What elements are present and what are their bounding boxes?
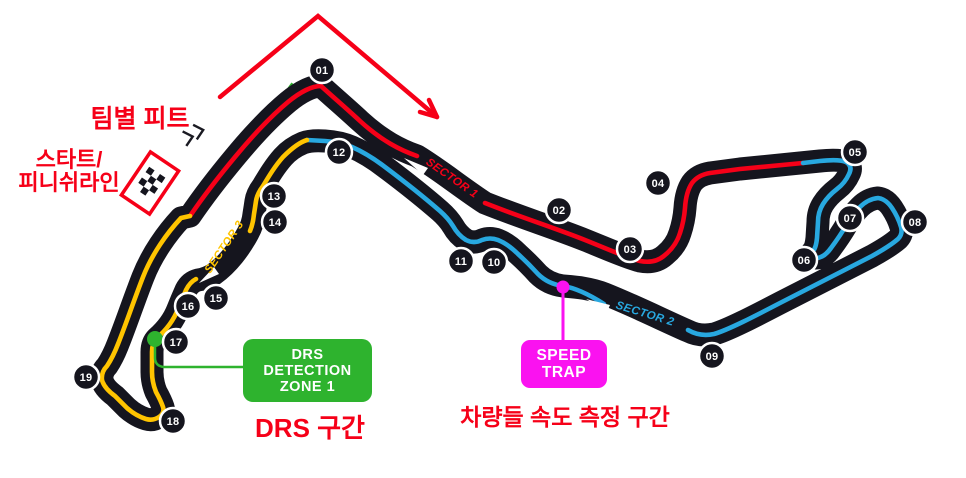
svg-text:15: 15 xyxy=(210,293,223,305)
corner-marker-04: 04 xyxy=(643,168,673,198)
corner-marker-16: 16 xyxy=(173,291,203,321)
svg-text:04: 04 xyxy=(652,178,665,190)
svg-text:05: 05 xyxy=(849,147,862,159)
drs-detection-point xyxy=(147,331,163,347)
speed-trap-caption: 차량들 속도 측정 구간 xyxy=(460,404,670,430)
corner-marker-18: 18 xyxy=(158,406,188,436)
drs-badge-line3: ZONE 1 xyxy=(279,378,336,395)
start-finish-label-line1: 스타트/ xyxy=(35,147,103,172)
svg-text:09: 09 xyxy=(706,351,719,363)
drs-connector-line xyxy=(153,340,243,369)
corner-marker-10: 10 xyxy=(479,247,509,277)
corner-marker-11: 11 xyxy=(446,246,476,276)
drs-detection-zone-badge: DRS DETECTION ZONE 1 xyxy=(243,339,372,402)
speed-badge-line2: TRAP xyxy=(541,364,587,381)
sector1-line-b xyxy=(482,160,806,265)
corner-marker-12: 12 xyxy=(324,137,354,167)
start-finish-label: 스타트/ 피니쉬라인 xyxy=(0,148,138,194)
svg-text:18: 18 xyxy=(167,416,180,428)
sector1-line-a xyxy=(187,83,420,219)
svg-text:14: 14 xyxy=(269,217,282,229)
svg-text:11: 11 xyxy=(455,256,467,268)
svg-text:12: 12 xyxy=(333,147,346,159)
pit-entry-chevrons-icon xyxy=(182,123,205,147)
svg-text:06: 06 xyxy=(798,255,811,267)
drs-badge-line1: DRS xyxy=(291,346,324,363)
sector3-line-a xyxy=(247,137,310,234)
sector3-wedge xyxy=(199,267,219,283)
speed-trap-badge: SPEED TRAP xyxy=(521,340,607,388)
speed-badge-line1: SPEED xyxy=(536,347,592,364)
svg-text:01: 01 xyxy=(316,65,329,77)
corner-marker-02: 02 xyxy=(544,195,574,225)
sector2-wedge xyxy=(586,299,610,312)
corner-marker-01: 01 xyxy=(307,55,337,85)
svg-text:03: 03 xyxy=(624,244,637,256)
corner-marker-03: 03 xyxy=(615,234,645,264)
speed-trap-point xyxy=(556,280,570,294)
start-finish-flag-icon xyxy=(118,149,182,217)
corner-marker-09: 09 xyxy=(697,341,727,371)
svg-text:13: 13 xyxy=(268,191,281,203)
svg-text:02: 02 xyxy=(553,205,566,217)
corner-marker-06: 06 xyxy=(789,245,819,275)
team-pits-label: 팀별 피트 xyxy=(90,105,190,133)
drs-zone-caption: DRS 구간 xyxy=(255,413,365,443)
sector3-line-b xyxy=(99,213,199,422)
svg-text:17: 17 xyxy=(170,337,183,349)
corner-marker-17: 17 xyxy=(161,327,191,357)
race-direction-arrow xyxy=(217,13,440,120)
corner-marker-15: 15 xyxy=(201,283,231,313)
svg-text:19: 19 xyxy=(80,372,93,384)
corner-marker-19: 19 xyxy=(71,362,101,392)
svg-text:07: 07 xyxy=(844,213,857,225)
sector1-wedge xyxy=(404,158,428,175)
sector2-line-b xyxy=(304,137,607,307)
corner-marker-05: 05 xyxy=(840,137,870,167)
drs-badge-line2: DETECTION xyxy=(263,362,352,379)
svg-text:08: 08 xyxy=(909,217,922,229)
start-finish-label-line2: 피니쉬라인 xyxy=(18,170,120,195)
svg-text:10: 10 xyxy=(488,257,501,269)
corner-marker-08: 08 xyxy=(900,207,930,237)
corner-markers: 01 02 03 04 05 06 07 08 09 10 11 12 13 14 15 16 17 18 19 xyxy=(71,55,930,436)
svg-text:16: 16 xyxy=(182,301,195,313)
corner-marker-13: 13 xyxy=(259,181,289,211)
corner-marker-14: 14 xyxy=(260,207,290,237)
corner-marker-07: 07 xyxy=(835,203,865,233)
